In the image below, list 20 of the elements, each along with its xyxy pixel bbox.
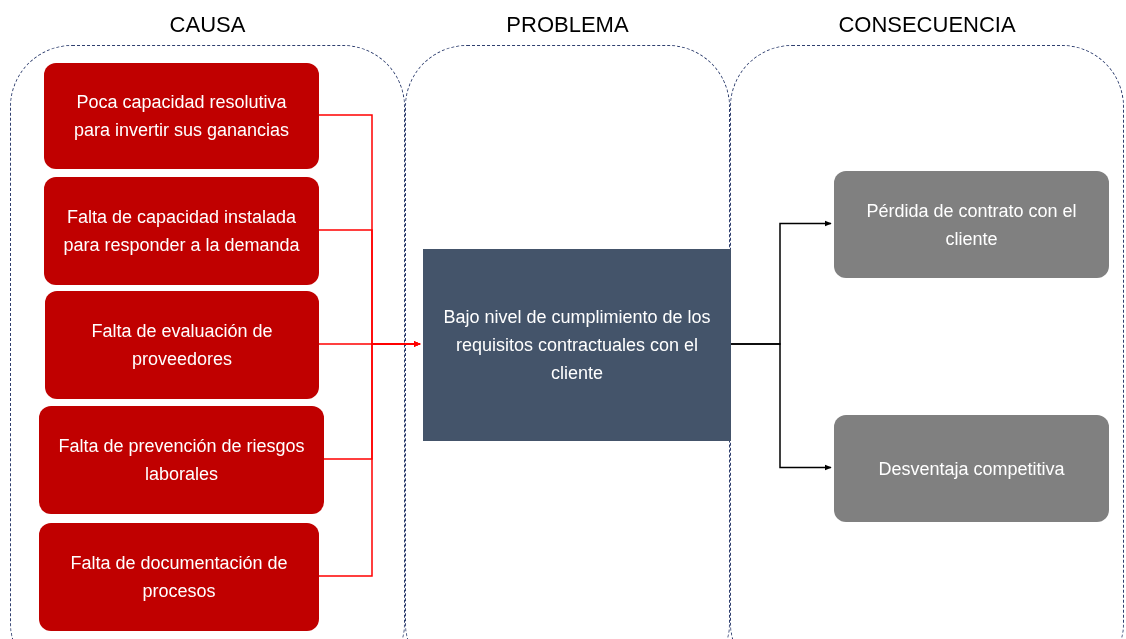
cause-box: [44, 177, 319, 285]
box-text: Falta de capacidad instalada para responder a la demanda: [62, 206, 301, 257]
consequence-box: [834, 171, 1109, 278]
box-text: Poca capacidad resolutiva para invertir sus ganancias: [72, 91, 291, 142]
cause-box: [44, 63, 319, 169]
box-text: Desventaja competitiva: [878, 457, 1065, 481]
box-text: Falta de documentación de procesos: [69, 552, 289, 603]
cause-box: [39, 406, 324, 514]
problem-box: [423, 249, 731, 441]
column-heading: CONSECUENCIA: [837, 12, 1017, 38]
column-heading: PROBLEMA: [505, 12, 630, 38]
box-text: Bajo nivel de cumplimiento de los requisitos contractuales con el cliente: [442, 306, 712, 385]
cause-box: [45, 291, 319, 399]
connector-arrow: [317, 341, 421, 577]
cause-box: [39, 523, 319, 631]
box-text: Pérdida de contrato con el cliente: [865, 199, 1078, 251]
box-text: Falta de evaluación de proveedores: [90, 320, 274, 371]
box-text: Falta de prevención de riesgos laborales: [57, 435, 306, 486]
consequence-box: [834, 415, 1109, 522]
column-heading: CAUSA: [168, 12, 247, 38]
